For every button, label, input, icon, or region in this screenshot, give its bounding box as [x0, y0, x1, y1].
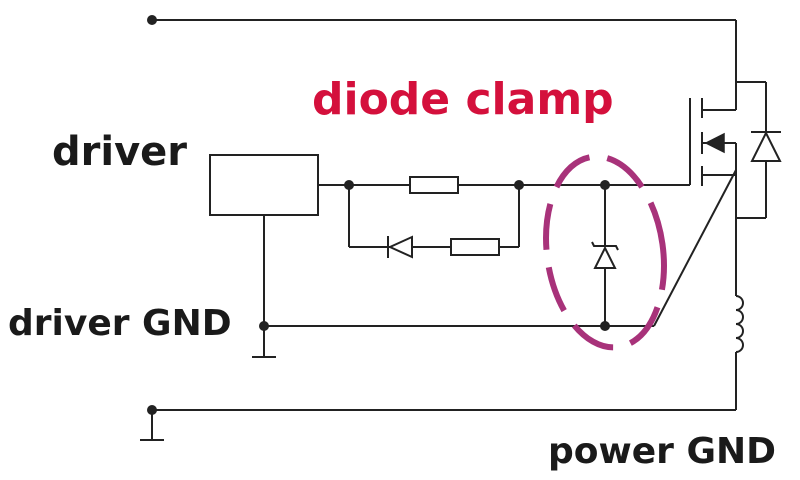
body-diode-icon — [750, 130, 782, 162]
junction-node — [344, 180, 354, 190]
clamp-zener-diode-icon — [593, 245, 617, 269]
driver-block — [209, 154, 319, 216]
diagram-title: diode clamp — [312, 74, 614, 125]
power-gnd-label: power GND — [548, 431, 777, 472]
clamp-zener-bar — [591, 241, 619, 251]
gate-resistor — [409, 176, 459, 194]
bypass-resistor — [450, 238, 500, 256]
junction-node — [600, 321, 610, 331]
supply-terminal — [147, 15, 157, 25]
mosfet-arrow-icon — [704, 132, 725, 154]
junction-node — [514, 180, 524, 190]
driver-gnd-label: driver GND — [8, 303, 232, 344]
kelvin-source-wire — [653, 169, 737, 327]
driver-label: driver — [52, 129, 187, 175]
bypass-diode-icon — [387, 235, 413, 259]
clamp-highlight-ellipse — [543, 153, 667, 351]
stray-inductance-icon — [735, 295, 744, 353]
driver-gnd-terminal — [259, 321, 269, 331]
